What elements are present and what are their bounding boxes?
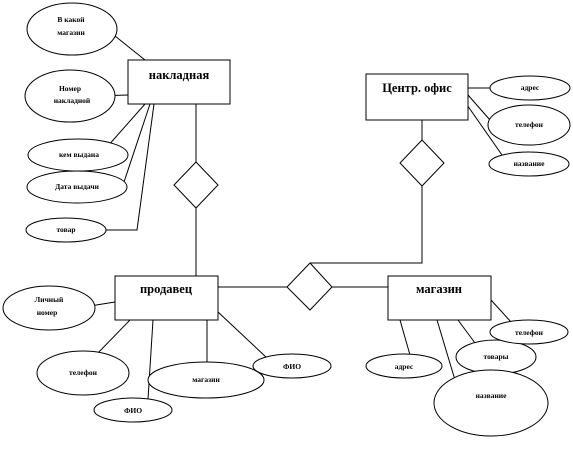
attribute-invoice-issued-by-label: кем выдана	[59, 150, 99, 159]
attribute-seller-fio-right-label: ФИО	[283, 362, 301, 371]
link-store-address	[399, 319, 411, 356]
attribute-seller-store-label: магазин	[192, 375, 220, 384]
link-office-name	[464, 101, 503, 156]
entity-store: магазин	[387, 275, 492, 321]
link-seller-fio-left	[147, 319, 154, 400]
link-store-name	[436, 319, 456, 381]
attribute-office-address-label: адрес	[521, 83, 540, 92]
attribute-invoice-store: В какой магазин	[26, 2, 118, 56]
attribute-seller-fio-right: ФИО	[252, 353, 332, 379]
attribute-seller-personal-number: Личный номер	[2, 285, 96, 331]
link-seller-phone	[94, 319, 131, 357]
link-invoice-issued-by	[106, 103, 146, 148]
attribute-invoice-number-label-1: Номер	[59, 84, 81, 93]
attribute-store-goods: товары	[455, 339, 537, 375]
attribute-seller-personal-number-label-1: Личный	[35, 295, 64, 304]
entity-central-office: Центр. офис	[365, 73, 469, 121]
link-invoice-issue-date	[122, 103, 151, 186]
attribute-store-address: адрес	[365, 353, 443, 379]
link-store-phone	[490, 299, 513, 324]
attribute-seller-store: магазин	[147, 361, 265, 399]
attribute-seller-phone: телефон	[36, 350, 130, 396]
entity-store-label: магазин	[416, 282, 462, 296]
attribute-invoice-goods: товар	[25, 217, 107, 243]
entity-central-office-label: Центр. офис	[382, 81, 452, 95]
attribute-invoice-issued-by: кем выдана	[27, 138, 129, 172]
link-store-goods	[457, 319, 476, 344]
attribute-invoice-issue-date: Дата выдачи	[26, 170, 128, 204]
relationship-seller-store	[286, 262, 333, 311]
attribute-invoice-goods-label: товар	[56, 225, 75, 234]
attribute-seller-fio-left-label: ФИО	[124, 406, 142, 415]
attribute-store-phone: телефон	[489, 319, 569, 345]
attribute-office-name: название	[488, 151, 570, 177]
link-office-phone	[467, 94, 491, 121]
attribute-office-phone: телефон	[487, 104, 571, 146]
attribute-office-address: адрес	[489, 75, 571, 101]
relationship-invoice-seller	[173, 161, 219, 209]
attribute-store-goods-label: товары	[484, 352, 509, 361]
entity-invoice: накладная	[127, 59, 231, 105]
link-invoice-goods	[105, 103, 155, 231]
entity-seller: продавец	[114, 275, 219, 321]
attribute-store-phone-label: телефон	[515, 328, 544, 337]
link-invoice-store	[114, 35, 146, 61]
connectors	[89, 35, 513, 400]
relationship-office	[399, 139, 445, 187]
attribute-office-name-label: название	[514, 159, 546, 168]
attribute-invoice-store-label-1: В какой	[57, 15, 85, 24]
attribute-seller-personal-number-label-2: номер	[37, 308, 58, 317]
attribute-invoice-store-label-2: магазин	[57, 28, 85, 37]
entity-invoice-label: накладная	[149, 68, 210, 82]
link-office-seller-store	[310, 186, 423, 264]
attribute-office-phone-label: телефон	[515, 120, 544, 129]
attribute-invoice-number-label-2: накладной	[54, 96, 91, 105]
attribute-seller-phone-label: телефон	[69, 368, 98, 377]
link-seller-fio-right	[217, 311, 268, 359]
attribute-store-name-label: название	[476, 391, 508, 400]
attribute-store-address-label: адрес	[395, 362, 414, 371]
entity-seller-label: продавец	[140, 282, 192, 296]
attribute-invoice-number: Номер накладной	[24, 69, 116, 123]
attribute-store-name: название	[433, 369, 549, 437]
attribute-invoice-issue-date-label: Дата выдачи	[55, 182, 99, 191]
attribute-seller-fio-left: ФИО	[93, 397, 173, 423]
